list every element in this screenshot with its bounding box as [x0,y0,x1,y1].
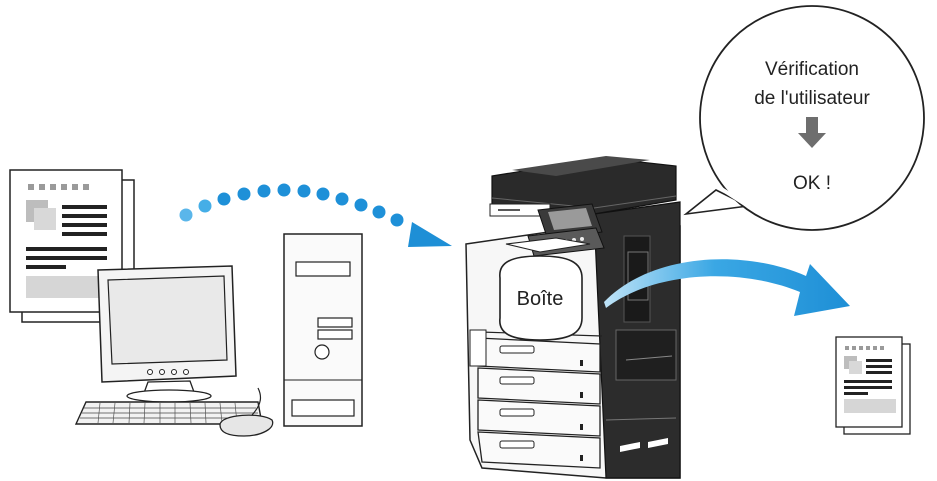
bubble-line-2: de l'utilisateur [754,88,870,109]
power-button-icon [314,344,330,360]
output-arrow [604,259,850,316]
bubble-line-1: Vérification [765,59,859,80]
pc-tower [283,233,363,427]
down-arrow-icon [798,117,826,148]
drive-bay [295,261,351,277]
document-footer-block [26,276,114,298]
bubble-result: OK ! [793,173,831,194]
box-label: Boîte [517,288,564,310]
output-document-stack [835,336,911,435]
document-text-lines [26,205,107,269]
mouse [219,387,274,437]
paper-drawers [477,337,601,469]
computer-monitor [97,265,237,403]
document-title-dots [28,184,89,190]
arrowhead-icon [408,222,452,247]
source-document-stack [9,169,135,323]
box-storage: Boîte [499,255,583,341]
verification-speech-bubble: Vérification de l'utilisateur OK ! [683,5,925,231]
dotted-transfer-arrow [179,183,452,247]
